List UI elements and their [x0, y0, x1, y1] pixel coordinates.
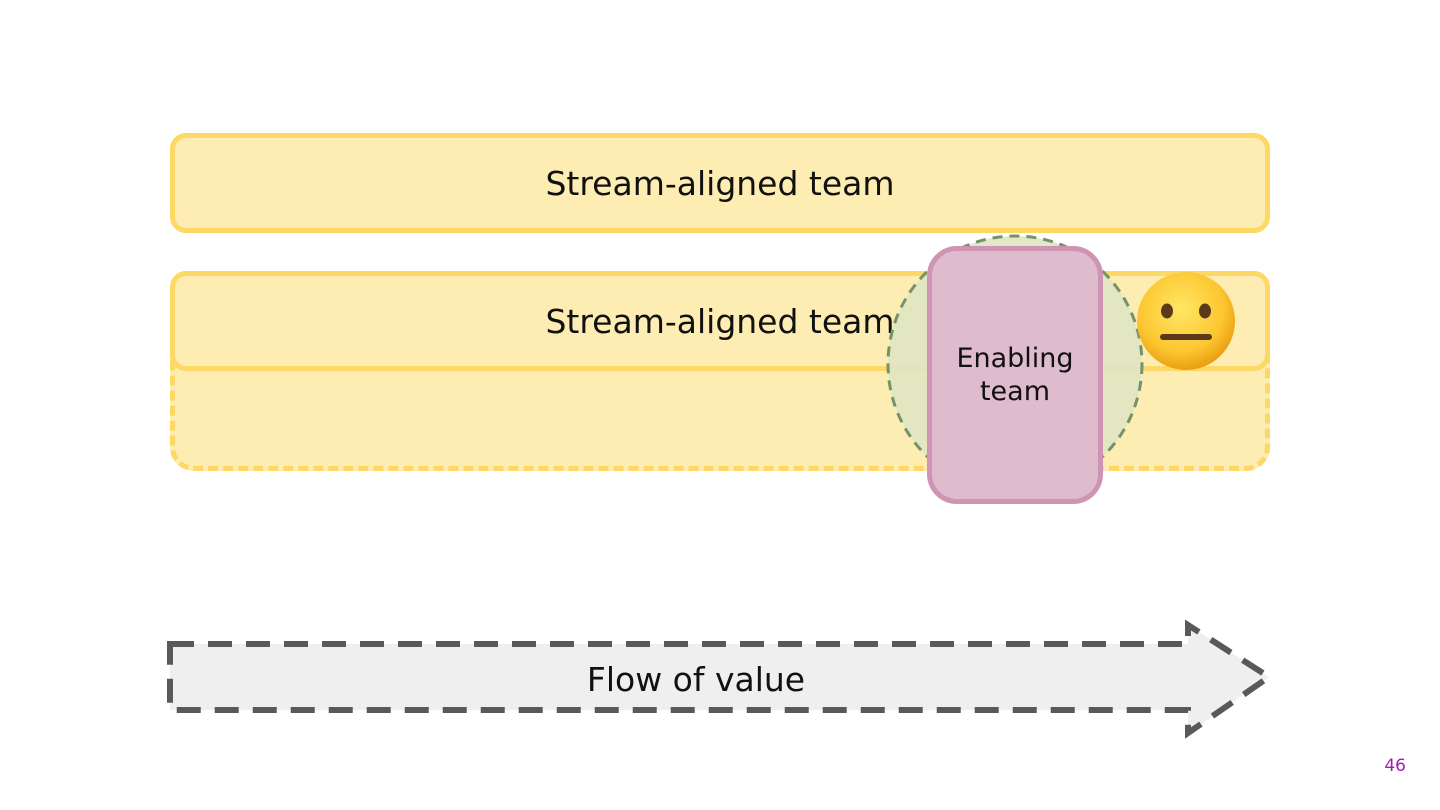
stream-aligned-team-1-label: Stream-aligned team — [545, 163, 895, 203]
enabling-team-label-line-1: Enabling — [956, 343, 1074, 374]
enabling-team: Enabling team — [927, 246, 1103, 504]
stream-aligned-team-2: Stream-aligned team — [170, 271, 1270, 371]
flow-of-value-label: Flow of value — [586, 659, 806, 699]
stream-aligned-team-2-label: Stream-aligned team — [545, 301, 895, 341]
stream-aligned-team-1: Stream-aligned team — [170, 133, 1270, 233]
neutral-face-icon — [1137, 272, 1235, 370]
page-number: 46 — [1384, 756, 1406, 776]
enabling-team-label-line-2: team — [979, 376, 1051, 407]
